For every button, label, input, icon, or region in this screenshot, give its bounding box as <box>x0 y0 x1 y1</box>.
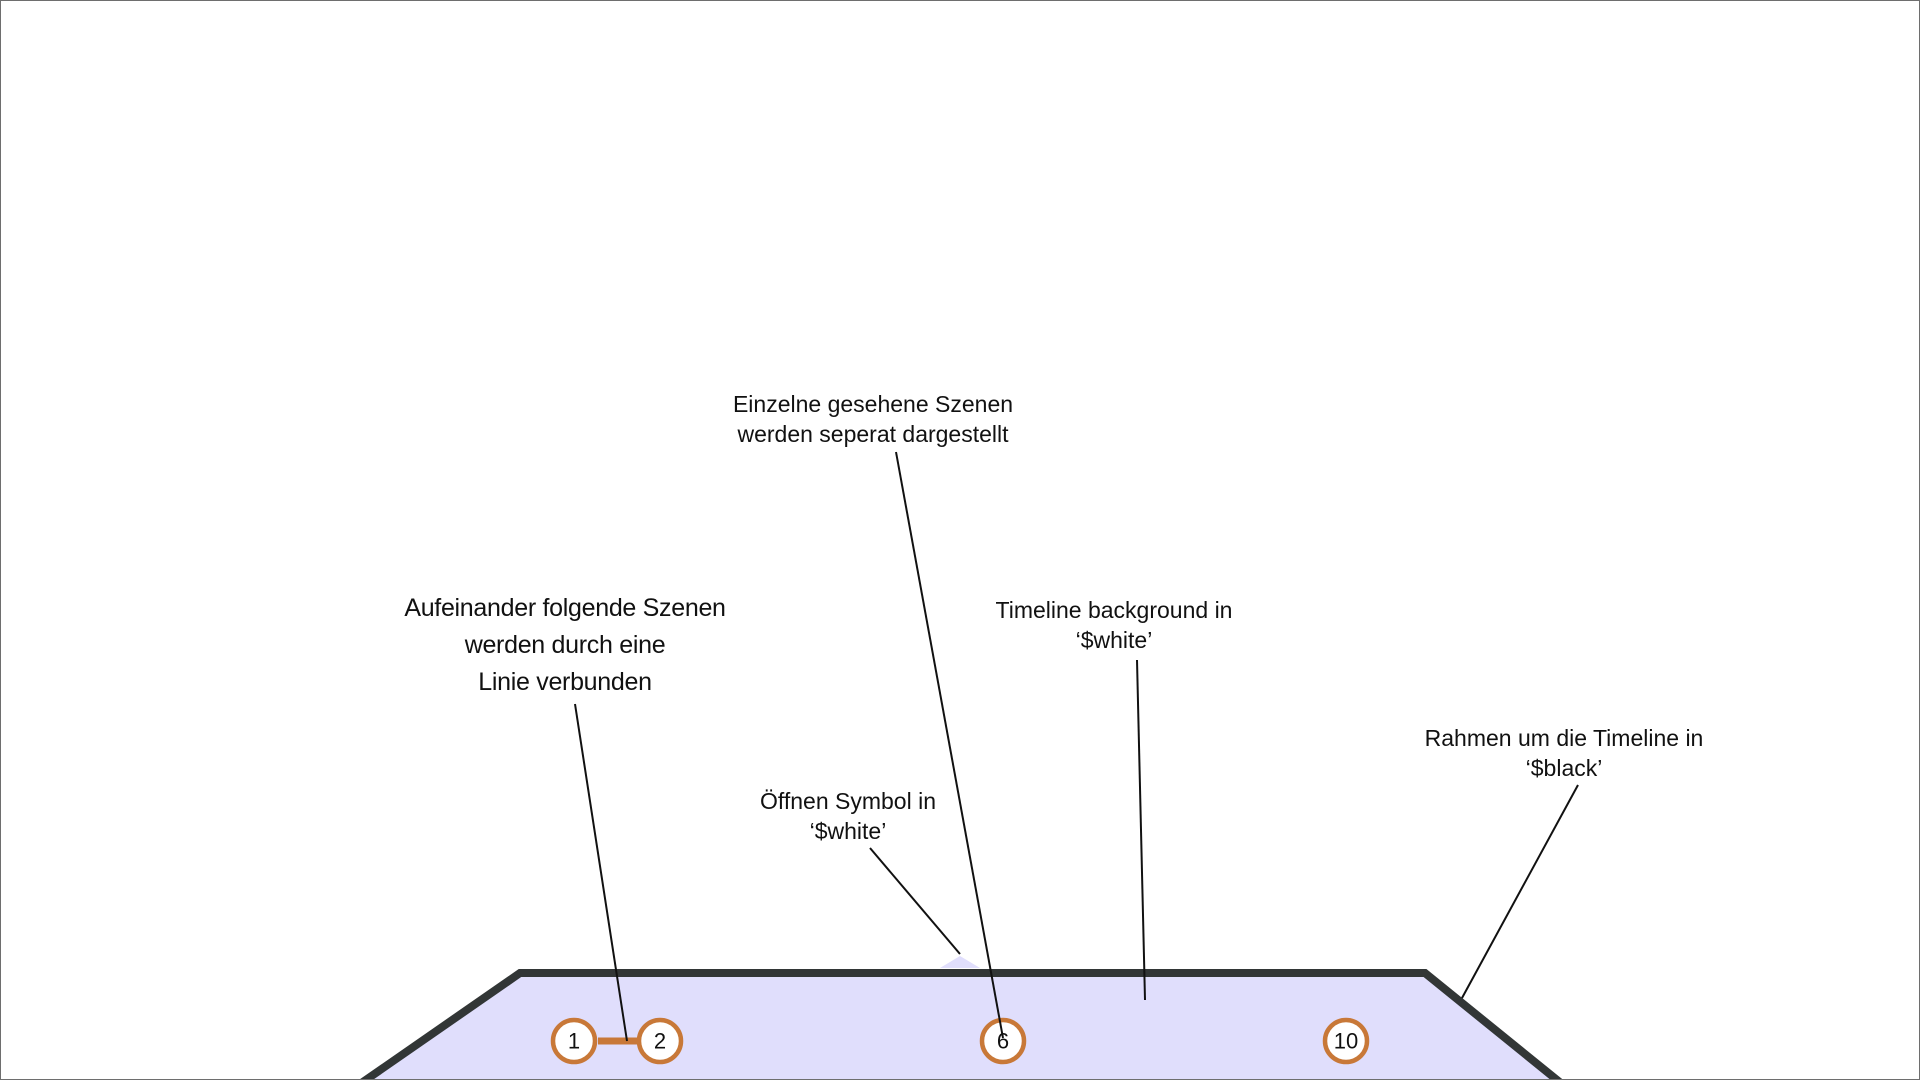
scene-node-label: 1 <box>568 1029 580 1054</box>
annotation-timeline-background: Timeline background in ‘$white’ <box>996 595 1233 655</box>
scene-node-6[interactable]: 6 <box>979 1017 1027 1065</box>
annotation-timeline-border: Rahmen um die Timeline in ‘$black’ <box>1425 723 1704 783</box>
annotation-line: ‘$white’ <box>1075 627 1153 653</box>
scene-node-1[interactable]: 1 <box>550 1017 598 1065</box>
leader-line-open-symbol <box>869 847 961 955</box>
leader-line-timeline-background <box>1136 659 1146 1001</box>
annotation-connected-scenes: Aufeinander folgende Szenen werden durch… <box>404 590 726 701</box>
scene-node-label: 2 <box>654 1029 666 1054</box>
annotation-line: Aufeinander folgende Szenen <box>404 594 726 622</box>
annotation-line: Linie verbunden <box>478 668 652 696</box>
leader-line-single-scenes <box>895 451 1004 1039</box>
annotation-single-scenes: Einzelne gesehene Szenen werden seperat … <box>733 389 1013 449</box>
scene-node-10[interactable]: 10 <box>1322 1017 1370 1065</box>
annotation-line: Öffnen Symbol in <box>759 788 937 814</box>
annotation-open-symbol: Öffnen Symbol in ‘$white’ <box>760 786 936 846</box>
scene-node-2[interactable]: 2 <box>636 1017 684 1065</box>
annotation-line: werden seperat dargestellt <box>737 421 1009 447</box>
timeline-background <box>358 969 1564 1080</box>
annotation-line: werden durch eine <box>464 631 666 659</box>
annotation-line: Timeline background in <box>995 597 1233 623</box>
annotation-line: ‘$white’ <box>809 818 887 844</box>
scene-node-label: 10 <box>1334 1029 1358 1054</box>
annotation-line: Einzelne gesehene Szenen <box>732 391 1014 417</box>
leader-line-connected-scenes <box>574 703 628 1042</box>
annotation-line: Rahmen um die Timeline in <box>1424 725 1704 751</box>
scene-node-label: 6 <box>997 1029 1009 1054</box>
leader-line-timeline-border <box>1461 784 1579 999</box>
annotation-line: ‘$black’ <box>1525 755 1603 781</box>
open-symbol-icon[interactable] <box>940 956 980 968</box>
